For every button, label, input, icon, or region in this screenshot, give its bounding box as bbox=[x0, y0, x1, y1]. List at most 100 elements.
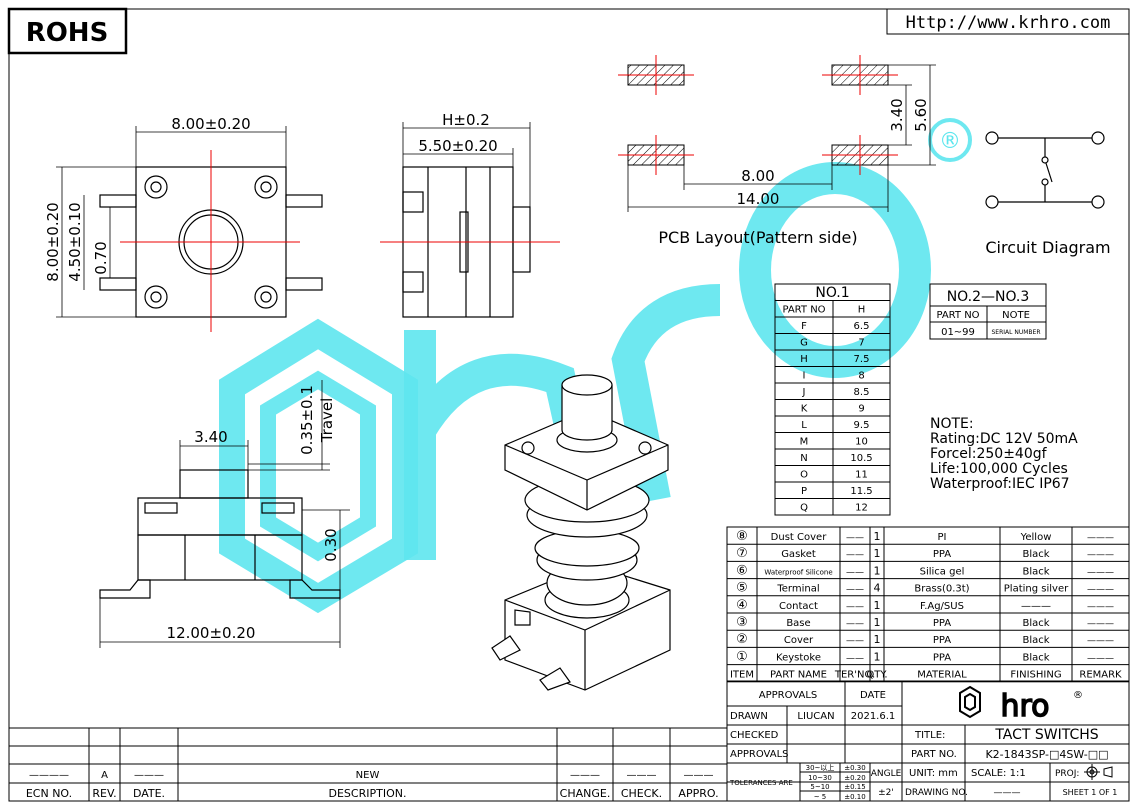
exploded-view bbox=[491, 374, 671, 691]
bom-cell: ——— bbox=[1087, 533, 1114, 543]
bom-header-cell: FINISHING bbox=[1010, 670, 1061, 681]
bom-cell: Black bbox=[1022, 652, 1049, 663]
note-line: Rating:DC 12V 50mA bbox=[930, 431, 1078, 447]
no23-title: NO.2—NO.3 bbox=[947, 289, 1030, 305]
tb-tol-value: ±0.10 bbox=[844, 793, 865, 801]
bom-cell: Keystoke bbox=[776, 652, 821, 663]
note-line: Life:100,000 Cycles bbox=[930, 461, 1068, 477]
no1-h-cell: 11 bbox=[855, 470, 868, 481]
no1-h-cell: 10 bbox=[855, 437, 868, 448]
tb-scale: SCALE: 1:1 bbox=[971, 768, 1026, 779]
tb-tol-value: ±0.30 bbox=[844, 764, 865, 772]
bom-cell: 1 bbox=[874, 616, 881, 629]
tb-checked: CHECKED bbox=[730, 730, 779, 741]
bom-cell: ——— bbox=[1087, 550, 1114, 560]
no23-table bbox=[929, 283, 1047, 340]
top-view-centerlines bbox=[120, 150, 300, 332]
no1-part-cell: Q bbox=[800, 503, 808, 514]
front-dim-12: 12.00±0.20 bbox=[167, 624, 256, 642]
bom-cell: PI bbox=[938, 532, 947, 543]
bom-header-cell: QTY. bbox=[866, 670, 887, 681]
tb-tolerances: TOLERANCES ARE bbox=[729, 779, 793, 787]
revision-value: A bbox=[101, 770, 108, 781]
bom-cell: —— bbox=[846, 653, 864, 663]
tb-drawn-date: 2021.6.1 bbox=[851, 711, 896, 722]
no1-part-cell: M bbox=[800, 437, 809, 448]
revision-value: ——— bbox=[134, 770, 164, 781]
tb-drawn: DRAWN bbox=[730, 711, 768, 722]
bom-cell: Terminal bbox=[776, 584, 819, 595]
bom-header-cell: TER'NO. bbox=[834, 670, 875, 681]
no1-part-cell: J bbox=[802, 387, 806, 398]
bom-cell: PPA bbox=[933, 618, 951, 629]
website-url: Http://www.krhro.com bbox=[906, 13, 1111, 33]
tb-title-value: TACT SWITCHS bbox=[994, 727, 1098, 743]
revision-header: ECN NO. bbox=[26, 787, 72, 800]
pcb-caption: PCB Layout(Pattern side) bbox=[658, 228, 857, 247]
front-dim-035: 0.35±0.1 bbox=[298, 385, 316, 455]
tb-title-label: TITLE: bbox=[914, 730, 945, 741]
tb-angle-value: ±2' bbox=[878, 788, 894, 798]
bom-cell: PPA bbox=[933, 635, 951, 646]
revision-text: ————ECN NO.AREV.———DATE.NEWDESCRIPTION.—… bbox=[26, 770, 719, 800]
bom-cell: Dust Cover bbox=[771, 532, 828, 543]
bom-cell: PPA bbox=[933, 652, 951, 663]
bom-table bbox=[726, 526, 1130, 683]
tb-tol-range: 10~30 bbox=[808, 774, 832, 782]
revision-header: REV. bbox=[92, 787, 116, 800]
front-travel: Travel bbox=[318, 398, 336, 444]
no1-part-cell: N bbox=[800, 453, 807, 464]
no1-h-cell: 8 bbox=[858, 371, 864, 382]
bom-cell: ④ bbox=[736, 598, 748, 613]
revision-value: ——— bbox=[684, 770, 714, 781]
hro-logo-icon bbox=[959, 685, 981, 719]
tb-drawn-by: LIUCAN bbox=[797, 711, 834, 722]
bom-cell: Silica gel bbox=[920, 566, 965, 577]
bom-cell: Contact bbox=[779, 601, 818, 612]
tb-sheet: SHEET 1 OF 1 bbox=[1063, 788, 1118, 797]
tb-angle: ANGLE bbox=[871, 769, 902, 779]
bom-header-cell: REMARK bbox=[1079, 670, 1122, 681]
bom-cell: 1 bbox=[874, 530, 881, 543]
revision-header: APPRO. bbox=[678, 787, 718, 800]
no1-title: NO.1 bbox=[815, 285, 849, 301]
front-view bbox=[99, 380, 350, 648]
projection-icon bbox=[1084, 764, 1113, 780]
no1-h-cell: 9.5 bbox=[854, 420, 870, 431]
tb-tol-value: ±0.20 bbox=[844, 774, 865, 782]
circuit-diagram bbox=[985, 131, 1105, 209]
no1-part-cell: P bbox=[801, 486, 807, 497]
front-dim-340: 3.40 bbox=[194, 428, 227, 446]
bom-cell: Black bbox=[1022, 618, 1049, 629]
bom-cell: Black bbox=[1022, 635, 1049, 646]
no1-h-cell: 8.5 bbox=[854, 387, 870, 398]
bom-cell: ——— bbox=[1087, 585, 1114, 595]
revision-header: DATE. bbox=[133, 787, 165, 800]
top-pin-width-dim: 0.70 bbox=[92, 241, 110, 274]
bom-cell: ——— bbox=[1087, 567, 1114, 577]
tb-drawing-no: DRAWING NO. bbox=[905, 788, 968, 798]
tb-logo-text: hro bbox=[1000, 689, 1049, 724]
bom-header-cell: PART NAME bbox=[770, 670, 827, 681]
tb-approvals2: APPROVALS bbox=[730, 749, 789, 760]
side-h-dim: H±0.2 bbox=[442, 111, 490, 129]
no23-header-note: NOTE bbox=[1002, 310, 1030, 321]
bom-cell: 1 bbox=[874, 633, 881, 646]
no1-h-cell: 11.5 bbox=[850, 486, 872, 497]
pcb-dim-340: 3.40 bbox=[888, 98, 906, 131]
revision-value: ———— bbox=[29, 770, 69, 781]
bom-header-cell: MATERIAL bbox=[917, 670, 967, 681]
pcb-dim-14: 14.00 bbox=[737, 190, 780, 208]
no1-h-cell: 10.5 bbox=[850, 453, 872, 464]
tb-tol-range: 30~以上 bbox=[806, 763, 835, 772]
no1-part-cell: F bbox=[801, 321, 807, 332]
no1-h-cell: 7 bbox=[858, 338, 864, 349]
bom-cell: Plating silver bbox=[1004, 584, 1069, 595]
pcb-dim-8: 8.00 bbox=[741, 167, 774, 185]
bom-cell: Black bbox=[1022, 549, 1049, 560]
no1-part-cell: H bbox=[800, 354, 808, 365]
bom-cell: ⑤ bbox=[736, 581, 748, 596]
pcb-centerlines bbox=[618, 55, 898, 175]
no1-header-h: H bbox=[858, 305, 866, 316]
